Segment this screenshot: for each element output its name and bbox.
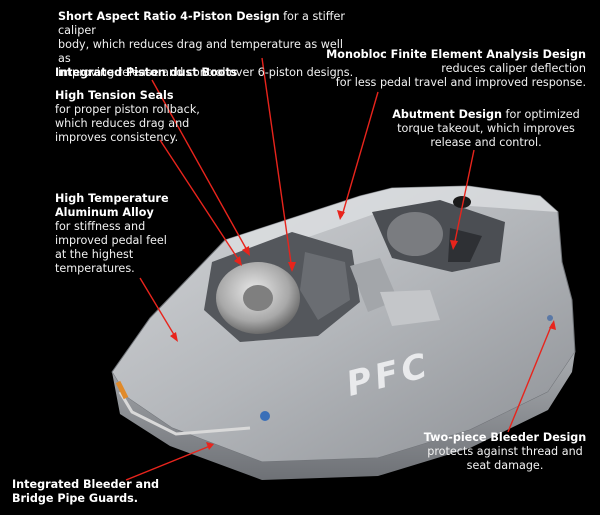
callout-text: for proper piston rollback,	[55, 103, 200, 116]
callout-title: Abutment Design	[392, 108, 502, 121]
callout-text: protects against thread and	[427, 445, 583, 458]
callout-text: release and control.	[430, 136, 542, 149]
callout-title: Integrated Bleeder and	[12, 478, 160, 491]
leader-lines	[125, 57, 553, 481]
callout-title: Integrated Piston dust Boots	[55, 66, 238, 79]
callout-title: Bridge Pipe Guards.	[12, 492, 139, 505]
caliper-bridge	[225, 186, 558, 262]
callout-text: at the highest	[55, 248, 134, 261]
callout-tension-seals: High Tension Seals for proper piston rol…	[55, 89, 255, 145]
callout-dust-boots: Integrated Piston dust Boots	[55, 66, 275, 80]
callout-title: High Temperature	[55, 192, 169, 205]
callout-text: which reduces drag and	[55, 117, 190, 130]
callout-bleeder: Two-piece Bleeder Design protects agains…	[420, 431, 590, 473]
leader-tension-seals	[159, 139, 241, 263]
callout-title: Aluminum Alloy	[55, 206, 154, 219]
callout-short-aspect: Short Aspect Ratio 4-Piston Design for a…	[58, 10, 358, 80]
leader-pipe-guards	[125, 445, 211, 481]
right-piston	[387, 212, 443, 256]
callout-text: improved pedal feel	[55, 234, 167, 247]
callout-text: improving release and control over 6-pis…	[58, 66, 354, 79]
callout-text: temperatures.	[55, 262, 135, 275]
callout-title: High Tension Seals	[55, 89, 174, 102]
callout-abutment: Abutment Design for optimized torque tak…	[386, 108, 586, 150]
leader-aluminum	[139, 277, 177, 339]
callout-text: torque takeout, which improves	[397, 122, 575, 135]
callout-text: improves consistency.	[55, 131, 179, 144]
leader-monobloc	[341, 91, 379, 217]
callout-title: Two-piece Bleeder Design	[423, 431, 587, 444]
leader-abutment	[453, 149, 475, 247]
callout-monobloc: Monobloc Finite Element Analysis Design …	[316, 48, 586, 90]
leader-bleeder	[507, 323, 553, 433]
callout-title: Short Aspect Ratio 4-Piston Design	[58, 10, 280, 23]
bridge-pipe	[118, 391, 251, 436]
callout-text: for less pedal travel and improved respo…	[335, 76, 586, 89]
callout-text: seat damage.	[466, 459, 544, 472]
callout-aluminum: High Temperature Aluminum Alloy for stif…	[55, 192, 215, 276]
leader-dust-boots	[151, 79, 249, 253]
callout-text: reduces caliper deflection	[441, 62, 586, 75]
callout-text: for a stiffer caliper	[58, 10, 345, 37]
callout-pipe-guards: Integrated Bleeder and Bridge Pipe Guard…	[12, 478, 192, 506]
callout-title: Monobloc Finite Element Analysis Design	[326, 48, 586, 61]
leader-short-aspect	[261, 57, 293, 271]
callout-text: body, which reduces drag and temperature…	[58, 38, 343, 65]
callout-text: for optimized	[501, 108, 580, 121]
caliper-side-face	[112, 352, 575, 480]
bleeder-fitting	[260, 411, 270, 421]
callout-text: for stiffness and	[55, 220, 146, 233]
right-bleeder	[547, 315, 553, 321]
